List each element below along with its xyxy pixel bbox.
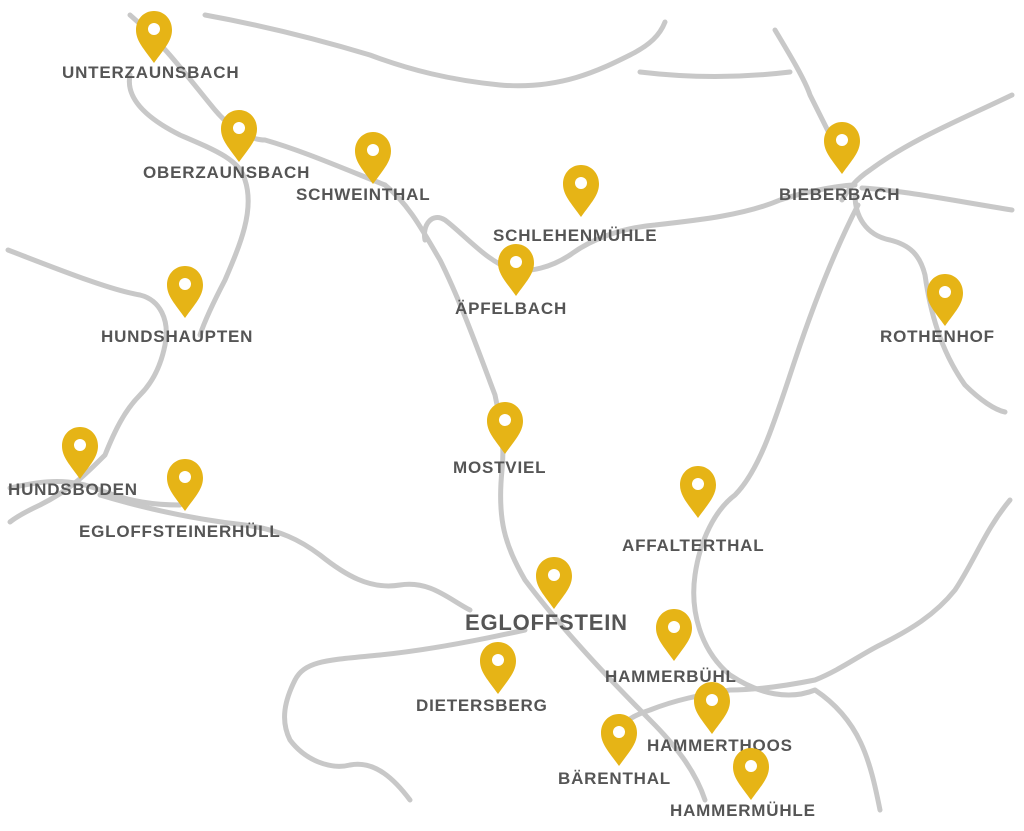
place-label: OBERZAUNSBACH (143, 163, 310, 182)
map-pin-icon[interactable] (601, 714, 637, 766)
road (421, 182, 858, 273)
place-label: ROTHENHOF (880, 327, 995, 346)
place-label: HAMMERMÜHLE (670, 801, 816, 820)
place-hammerbuehl[interactable]: HAMMERBÜHL (605, 609, 737, 686)
place-schweinthal[interactable]: SCHWEINTHAL (296, 132, 430, 204)
road (126, 72, 251, 338)
map-pin-icon[interactable] (824, 122, 860, 174)
place-label: BÄRENTHAL (558, 769, 671, 788)
map-pin-icon[interactable] (733, 748, 769, 800)
map-pin-icon[interactable] (498, 244, 534, 296)
road (691, 202, 883, 813)
place-label: HAMMERTHOOS (647, 736, 793, 755)
place-mostviel[interactable]: MOSTVIEL (453, 402, 546, 477)
place-label: DIETERSBERG (416, 696, 548, 715)
road (859, 185, 1015, 213)
road (839, 92, 1015, 203)
place-oberzaunsbach[interactable]: OBERZAUNSBACH (143, 110, 310, 182)
place-label: ÄPFELBACH (455, 299, 567, 318)
place-unterzaunsbach[interactable]: UNTERZAUNSBACH (62, 11, 239, 82)
place-label: AFFALTERTHAL (622, 536, 764, 555)
place-hundshaupten[interactable]: HUNDSHAUPTEN (101, 266, 253, 346)
map-pin-icon[interactable] (487, 402, 523, 454)
road-network (5, 12, 1015, 813)
place-hammermuehle[interactable]: HAMMERMÜHLE (670, 748, 816, 820)
road (97, 492, 473, 613)
road (852, 192, 1008, 415)
place-baerenthal[interactable]: BÄRENTHAL (558, 714, 671, 788)
place-dietersberg[interactable]: DIETERSBERG (416, 642, 548, 715)
map-pin-icon[interactable] (167, 266, 203, 318)
place-label: UNTERZAUNSBACH (62, 63, 239, 82)
road (282, 627, 528, 803)
map-pin-icon[interactable] (62, 427, 98, 479)
map-pin-icon[interactable] (694, 682, 730, 734)
map-pin-icon[interactable] (680, 466, 716, 518)
place-schlehenmuehle[interactable]: SCHLEHENMÜHLE (493, 165, 657, 245)
place-egloffsteinerhuell[interactable]: EGLOFFSTEINERHÜLL (79, 459, 281, 541)
place-label: SCHWEINTHAL (296, 185, 430, 204)
place-label: HUNDSBODEN (8, 480, 138, 499)
map-pin-icon[interactable] (563, 165, 599, 217)
place-egloffstein[interactable]: EGLOFFSTEIN (465, 557, 628, 635)
road (617, 497, 1013, 733)
place-bieberbach[interactable]: BIEBERBACH (779, 122, 900, 204)
place-label: EGLOFFSTEINERHÜLL (79, 522, 281, 541)
road (7, 479, 183, 508)
place-affalterthal[interactable]: AFFALTERTHAL (622, 466, 764, 555)
map-pin-icon[interactable] (136, 11, 172, 63)
place-label: HAMMERBÜHL (605, 667, 737, 686)
road (202, 12, 668, 89)
place-label: SCHLEHENMÜHLE (493, 226, 657, 245)
road (637, 69, 793, 79)
map-pin-icon[interactable] (656, 609, 692, 661)
map-places: UNTERZAUNSBACH OBERZAUNSBACH SCHWEINTHAL… (8, 11, 995, 820)
place-hundsboden[interactable]: HUNDSBODEN (8, 427, 138, 499)
map-pin-icon[interactable] (480, 642, 516, 694)
place-label: MOSTVIEL (453, 458, 546, 477)
place-label: HUNDSHAUPTEN (101, 327, 253, 346)
place-aepfelbach[interactable]: ÄPFELBACH (455, 244, 567, 318)
road (5, 247, 169, 525)
map-pin-icon[interactable] (221, 110, 257, 162)
place-rothenhof[interactable]: ROTHENHOF (880, 274, 995, 346)
place-label: BIEBERBACH (779, 185, 900, 204)
place-label-main: EGLOFFSTEIN (465, 610, 628, 635)
